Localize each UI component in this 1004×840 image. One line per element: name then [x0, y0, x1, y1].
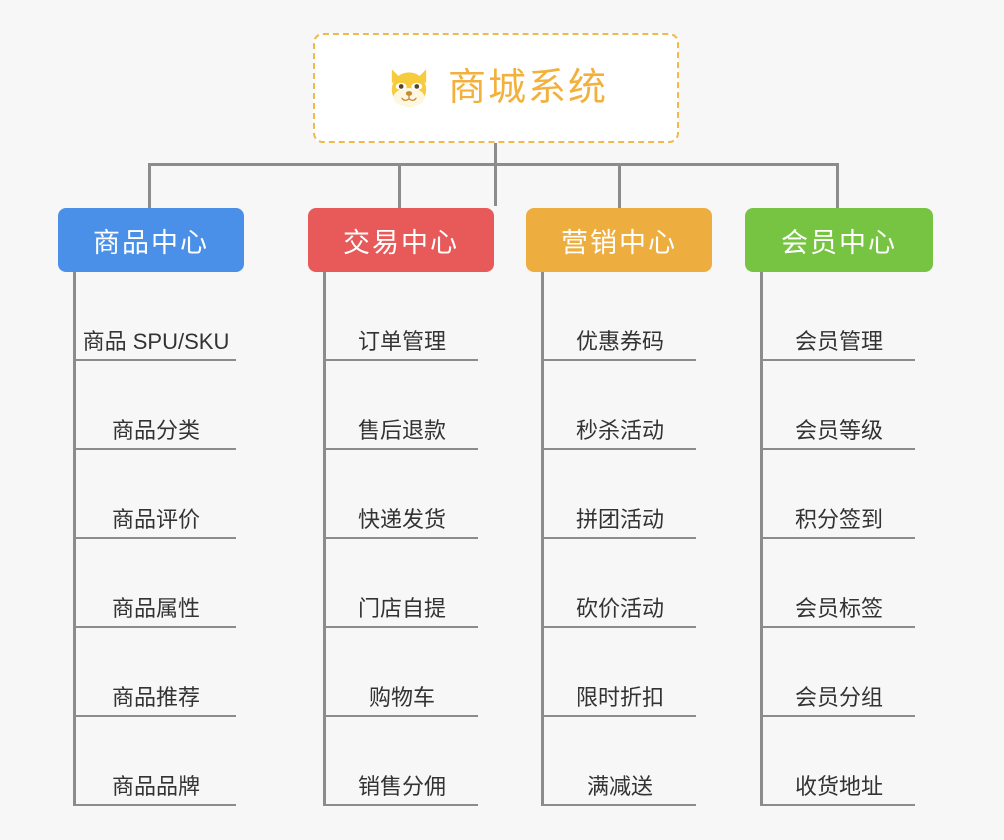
- column-member: 会员中心 会员管理 会员等级 积分签到 会员标签 会员分组 收货地址: [745, 208, 933, 806]
- leaf-label: 满减送: [586, 773, 653, 799]
- column-marketing: 营销中心 优惠券码 秒杀活动 拼团活动 砍价活动 限时折扣 满减送: [526, 208, 712, 806]
- leaf-item[interactable]: 拼团活动: [544, 450, 696, 539]
- leaf-item[interactable]: 限时折扣: [544, 628, 696, 717]
- connector-drop-marketing: [618, 163, 621, 208]
- leaf-item[interactable]: 商品品牌: [76, 717, 236, 806]
- leaf-label: 会员标签: [794, 595, 883, 621]
- leaf-label: 商品推荐: [111, 684, 200, 710]
- leaf-label: 积分签到: [794, 506, 883, 532]
- category-header-products[interactable]: 商品中心: [58, 208, 244, 272]
- root-node[interactable]: 商城系统: [313, 33, 679, 143]
- leaf-item[interactable]: 销售分佣: [326, 717, 478, 806]
- leaf-list-trade: 订单管理 售后退款 快递发货 门店自提 购物车 销售分佣: [323, 272, 494, 806]
- leaf-label: 限时折扣: [575, 684, 664, 710]
- leaf-item[interactable]: 商品推荐: [76, 628, 236, 717]
- category-label: 营销中心: [561, 227, 677, 258]
- leaf-label: 拼团活动: [575, 506, 664, 532]
- leaf-item[interactable]: 商品评价: [76, 450, 236, 539]
- leaf-label: 秒杀活动: [575, 417, 664, 443]
- leaf-item[interactable]: 满减送: [544, 717, 696, 806]
- leaf-item[interactable]: 商品属性: [76, 539, 236, 628]
- leaf-item[interactable]: 门店自提: [326, 539, 478, 628]
- leaf-label: 商品分类: [111, 417, 200, 443]
- leaf-label: 商品品牌: [111, 773, 200, 799]
- connector-trunk: [494, 143, 497, 206]
- category-label: 会员中心: [781, 227, 897, 258]
- leaf-item[interactable]: 售后退款: [326, 361, 478, 450]
- leaf-item[interactable]: 会员等级: [763, 361, 915, 450]
- connector-bus: [148, 163, 838, 166]
- leaf-item[interactable]: 秒杀活动: [544, 361, 696, 450]
- leaf-label: 收货地址: [794, 773, 883, 799]
- leaf-label: 商品 SPU/SKU: [82, 328, 230, 354]
- leaf-item[interactable]: 订单管理: [326, 272, 478, 361]
- shiba-dog-face-icon: [391, 69, 427, 107]
- leaf-item[interactable]: 收货地址: [763, 717, 915, 806]
- leaf-item[interactable]: 快递发货: [326, 450, 478, 539]
- column-products: 商品中心 商品 SPU/SKU 商品分类 商品评价 商品属性 商品推荐 商品品牌: [58, 208, 244, 806]
- leaf-item[interactable]: 商品 SPU/SKU: [76, 272, 236, 361]
- leaf-label: 商品评价: [111, 506, 200, 532]
- category-header-member[interactable]: 会员中心: [745, 208, 933, 272]
- leaf-item[interactable]: 优惠券码: [544, 272, 696, 361]
- connector-drop-products: [148, 163, 151, 208]
- leaf-item[interactable]: 购物车: [326, 628, 478, 717]
- leaf-label: 砍价活动: [575, 595, 664, 621]
- leaf-item[interactable]: 会员分组: [763, 628, 915, 717]
- leaf-item[interactable]: 会员标签: [763, 539, 915, 628]
- leaf-item[interactable]: 商品分类: [76, 361, 236, 450]
- connector-drop-trade: [398, 163, 401, 208]
- leaf-list-products: 商品 SPU/SKU 商品分类 商品评价 商品属性 商品推荐 商品品牌: [73, 272, 244, 806]
- column-trade: 交易中心 订单管理 售后退款 快递发货 门店自提 购物车 销售分佣: [308, 208, 494, 806]
- leaf-label: 订单管理: [357, 328, 446, 354]
- leaf-item[interactable]: 积分签到: [763, 450, 915, 539]
- leaf-label: 优惠券码: [575, 328, 664, 354]
- leaf-label: 会员等级: [794, 417, 883, 443]
- leaf-label: 会员分组: [794, 684, 883, 710]
- category-label: 交易中心: [343, 227, 459, 258]
- leaf-label: 门店自提: [357, 595, 446, 621]
- category-label: 商品中心: [93, 227, 209, 258]
- connector-drop-member: [836, 163, 839, 208]
- leaf-label: 会员管理: [794, 328, 883, 354]
- leaf-label: 售后退款: [357, 417, 446, 443]
- leaf-list-marketing: 优惠券码 秒杀活动 拼团活动 砍价活动 限时折扣 满减送: [541, 272, 712, 806]
- category-header-marketing[interactable]: 营销中心: [526, 208, 712, 272]
- category-header-trade[interactable]: 交易中心: [308, 208, 494, 272]
- root-title: 商城系统: [447, 67, 608, 109]
- leaf-item[interactable]: 砍价活动: [544, 539, 696, 628]
- leaf-label: 商品属性: [111, 595, 200, 621]
- leaf-label: 快递发货: [357, 506, 446, 532]
- leaf-item[interactable]: 会员管理: [763, 272, 915, 361]
- leaf-list-member: 会员管理 会员等级 积分签到 会员标签 会员分组 收货地址: [760, 272, 933, 806]
- leaf-label: 销售分佣: [357, 773, 446, 799]
- leaf-label: 购物车: [368, 684, 435, 710]
